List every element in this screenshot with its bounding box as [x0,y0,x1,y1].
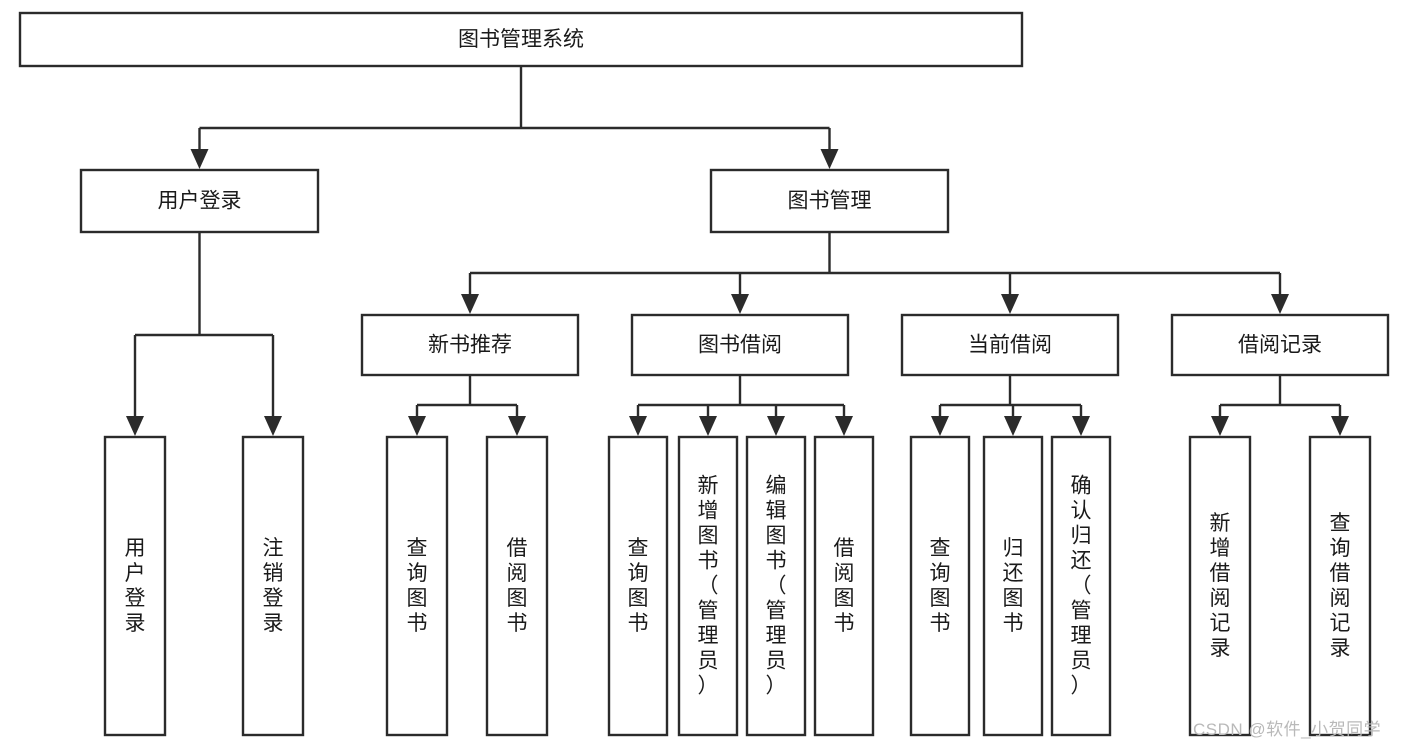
node-new-book-recommend[interactable]: 新书推荐 [360,313,580,377]
arrow-head-icon [264,416,282,436]
node-label: 借阅图书 [507,537,528,635]
arrow-head-icon [1001,294,1019,314]
arrow-head-icon [190,149,209,169]
node-current-borrow[interactable]: 当前借阅 [900,313,1120,377]
node-label: 新增图书（管理员） [698,475,719,698]
arrow-head-icon [931,416,949,436]
node-leaf-return-book[interactable]: 归还图书 [982,435,1044,737]
arrow-head-icon [820,149,839,169]
arrow-head-icon [699,416,717,436]
connectors-layer [126,66,1349,436]
node-leaf-borrow-book[interactable]: 借阅图书 [813,435,875,737]
node-label: 图书管理系统 [458,28,584,51]
node-label: 查询图书 [930,537,951,635]
node-leaf-user-login[interactable]: 用户登录 [103,435,167,737]
arrow-head-icon [835,416,853,436]
arrow-head-icon [408,416,426,436]
arrow-head-icon [1331,416,1349,436]
arrow-head-icon [731,294,749,314]
node-leaf-add-book-admin[interactable]: 新增图书（管理员） [677,435,739,737]
nodes-layer: 图书管理系统用户登录图书管理新书推荐图书借阅当前借阅借阅记录用户登录注销登录查询… [18,11,1390,737]
node-leaf-add-borrow-record[interactable]: 新增借阅记录 [1188,435,1252,737]
node-label: 借阅记录 [1238,334,1322,357]
node-label: 用户登录 [158,190,242,213]
arrow-head-icon [126,416,144,436]
csdn-watermark: CSDN @软件_小贺同学 [1193,720,1382,739]
node-label: 用户登录 [125,537,146,635]
arrow-head-icon [461,294,479,314]
node-label: 查询图书 [407,537,428,635]
node-book-borrow[interactable]: 图书借阅 [630,313,850,377]
node-leaf-edit-book-admin[interactable]: 编辑图书（管理员） [745,435,807,737]
node-user-login[interactable]: 用户登录 [79,168,320,234]
node-label: 借阅图书 [834,537,855,635]
node-leaf-query-book-borrow[interactable]: 查询图书 [607,435,669,737]
node-leaf-query-book-cur[interactable]: 查询图书 [909,435,971,737]
node-root[interactable]: 图书管理系统 [18,11,1024,68]
node-label: 新增借阅记录 [1210,512,1231,660]
node-borrow-record[interactable]: 借阅记录 [1170,313,1390,377]
node-label: 注销登录 [263,537,284,635]
arrow-head-icon [1271,294,1289,314]
node-book-management[interactable]: 图书管理 [709,168,950,234]
node-label: 归还图书 [1003,537,1024,635]
node-label: 查询借阅记录 [1330,512,1351,660]
node-label: 当前借阅 [968,334,1052,357]
node-label: 编辑图书（管理员） [766,475,787,698]
arrow-head-icon [767,416,785,436]
node-label: 确认归还（管理员） [1071,475,1092,698]
arrow-head-icon [1004,416,1022,436]
arrow-head-icon [1072,416,1090,436]
node-leaf-query-borrow-record[interactable]: 查询借阅记录 [1308,435,1372,737]
arrow-head-icon [1211,416,1229,436]
node-label: 图书借阅 [698,334,782,357]
node-leaf-query-book-rec[interactable]: 查询图书 [385,435,449,737]
node-leaf-confirm-return-admin[interactable]: 确认归还（管理员） [1050,435,1112,737]
node-leaf-borrow-book-rec[interactable]: 借阅图书 [485,435,549,737]
node-label: 查询图书 [628,537,649,635]
node-leaf-logout[interactable]: 注销登录 [241,435,305,737]
arrow-head-icon [508,416,526,436]
arrow-head-icon [629,416,647,436]
node-label: 图书管理 [788,190,872,213]
node-label: 新书推荐 [428,334,512,357]
